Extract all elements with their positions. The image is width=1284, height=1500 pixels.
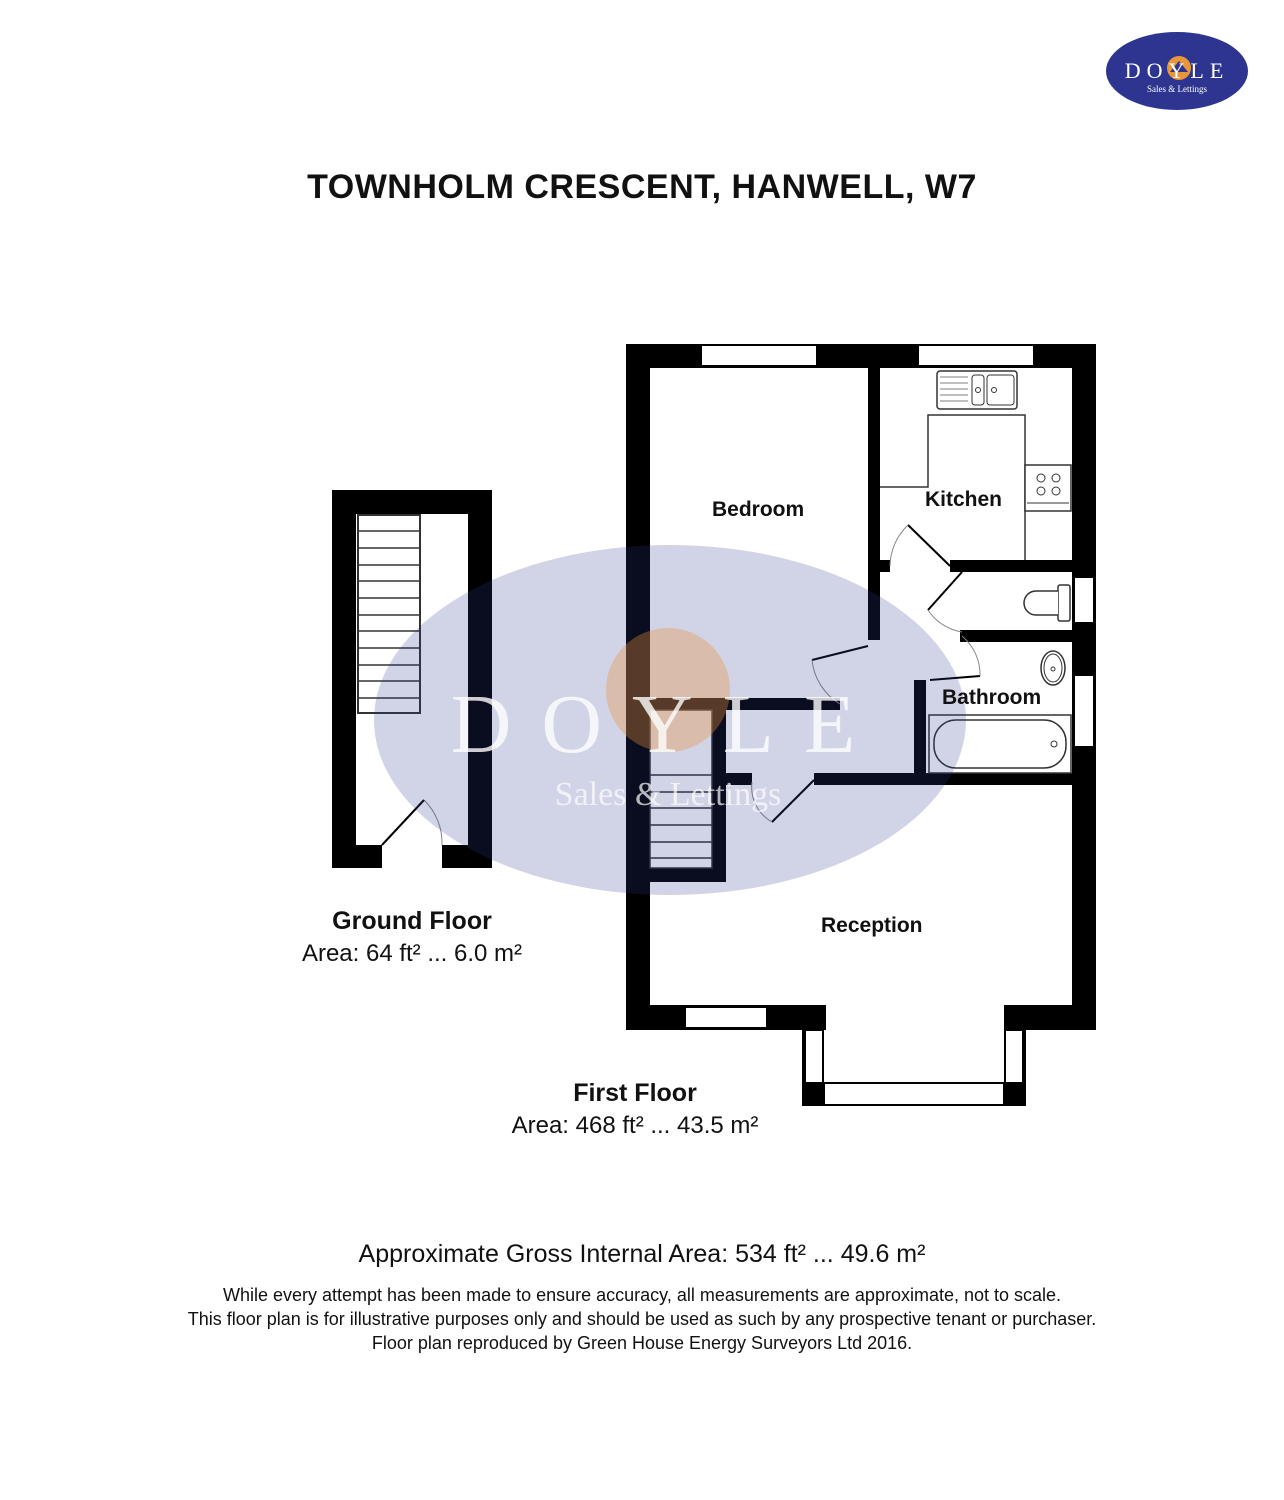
floor-name: Ground Floor [332, 907, 492, 935]
logo-tagline: Sales & Lettings [1147, 84, 1207, 94]
watermark-tagline: Sales & Lettings [555, 776, 782, 813]
disclaimer-line: This floor plan is for illustrative purp… [187, 1309, 1097, 1329]
first-floor-label: First Floor Area: 468 ft² ... 43.5 m² [460, 1079, 810, 1140]
floor-name: First Floor [573, 1079, 697, 1107]
watermark-name: DOYLE [451, 678, 886, 771]
floor-area: Area: 468 ft² ... 43.5 m² [511, 1112, 759, 1139]
disclaimer-line: While every attempt has been made to ens… [222, 1285, 1062, 1305]
floor-plan: DOYLE Sales & Lettings [332, 344, 1096, 1106]
logo-name: DOYLE [1125, 58, 1230, 83]
room-label-kitchen: Kitchen [925, 488, 1003, 511]
gross-internal-area: Approximate Gross Internal Area: 534 ft²… [358, 1240, 926, 1268]
doyle-logo: DOYLE Sales & Lettings [1104, 30, 1250, 112]
room-label-bathroom: Bathroom [942, 686, 1042, 709]
room-label-bedroom: Bedroom [712, 498, 805, 521]
ground-floor-label: Ground Floor Area: 64 ft² ... 6.0 m² [262, 907, 562, 968]
disclaimer-line: Floor plan reproduced by Green House Ene… [371, 1333, 913, 1353]
floor-area: Area: 64 ft² ... 6.0 m² [301, 940, 523, 967]
room-label-reception: Reception [821, 914, 923, 937]
watermark [374, 545, 966, 895]
ground-floor-plan [332, 490, 492, 868]
first-floor-plan [381, 344, 1096, 1106]
page-title: TOWNHOLM CRESCENT, HANWELL, W7 [307, 168, 977, 206]
disclaimer: While every attempt has been made to ens… [0, 1283, 1284, 1355]
